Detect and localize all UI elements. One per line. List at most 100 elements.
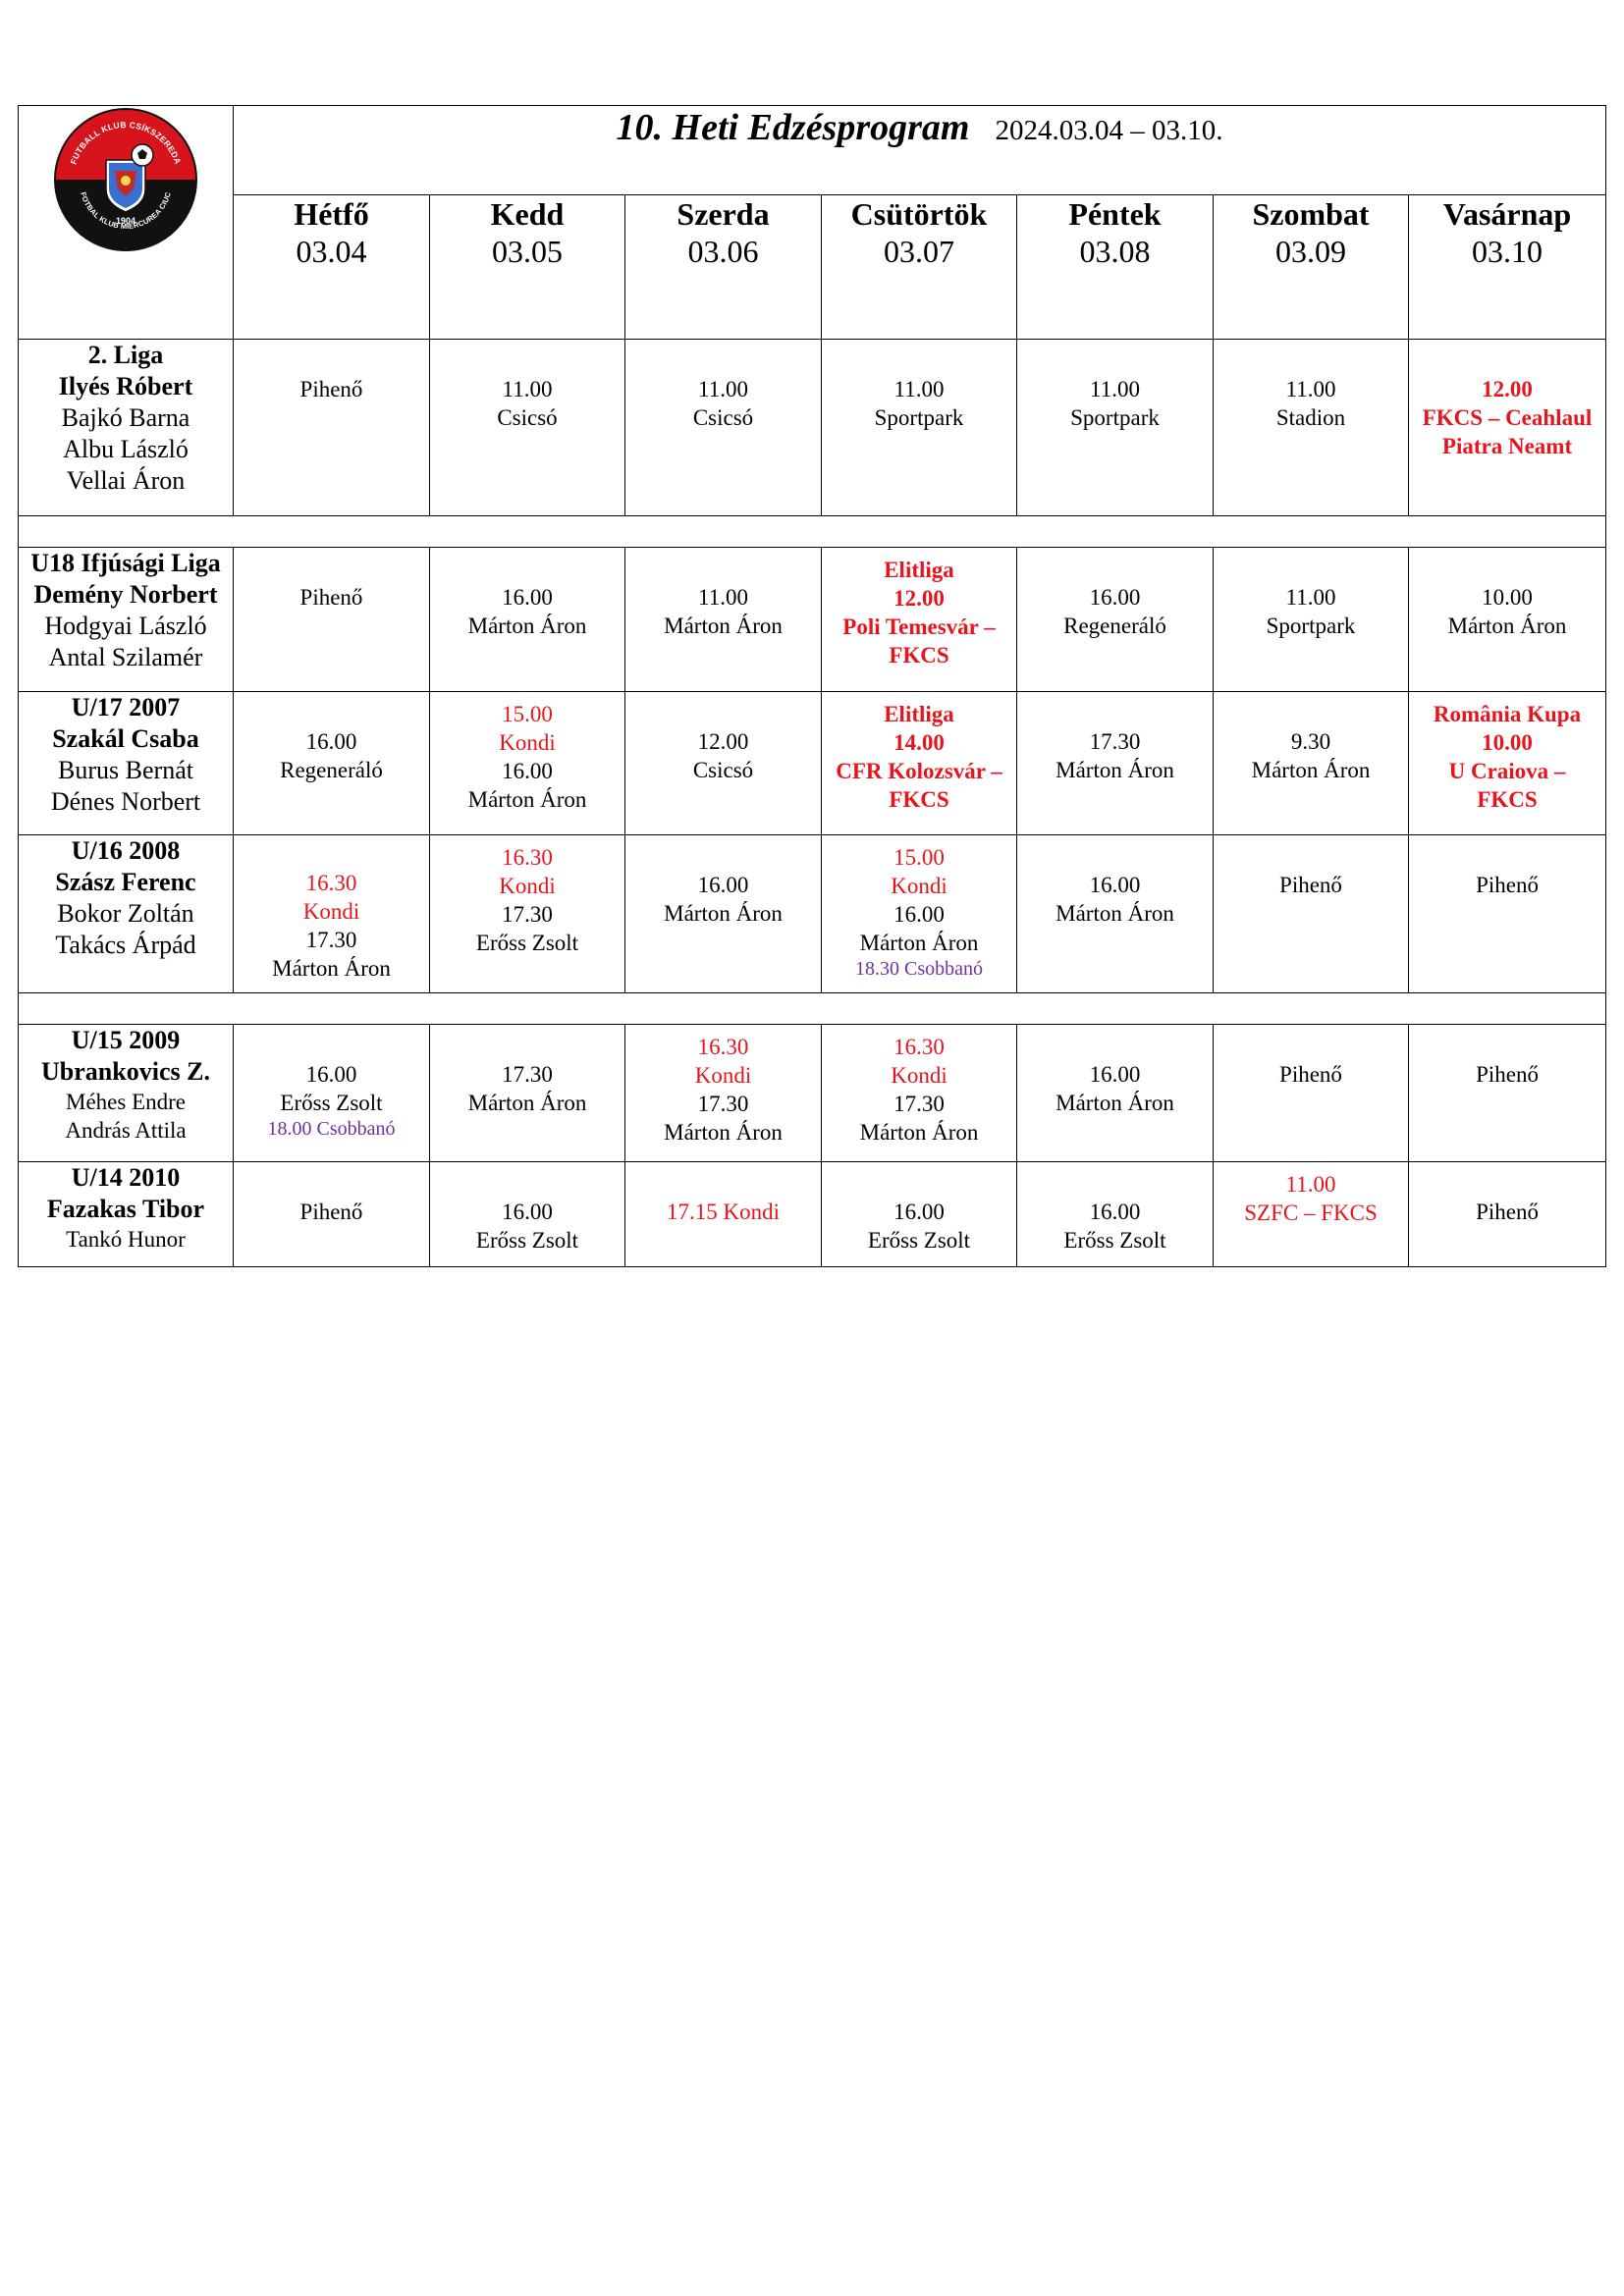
schedule-entry: 17.30 (502, 902, 553, 927)
schedule-entry: Sportpark (874, 405, 964, 430)
schedule-entry: Márton Áron (664, 614, 783, 638)
club-logo-icon: FUTBALL KLUB CSÍKSZEREDA FOTBAL KLUB MIE… (54, 108, 197, 251)
schedule-entry: 15.00 (502, 702, 553, 726)
schedule-entry: 16.00 (1089, 1062, 1141, 1087)
head-coach: Demény Norbert (33, 580, 218, 609)
schedule-entry: Csicsó (692, 405, 754, 430)
schedule-entry: SZFC – FKCS (1244, 1201, 1378, 1225)
schedule-entry: Kondi (694, 1063, 752, 1088)
schedule-entry: Pihenő (299, 1200, 363, 1224)
schedule-entry: 11.00 (1285, 377, 1336, 401)
schedule-cell: Pihenő (1407, 1161, 1607, 1267)
assistant-coach: András Attila (65, 1118, 187, 1143)
assistant-coach: Bokor Zoltán (57, 899, 194, 928)
schedule-entry: 12.00 (893, 586, 945, 611)
schedule-entry: CFR Kolozsvár – (836, 759, 1002, 783)
schedule-entry: Erőss Zsolt (867, 1228, 971, 1253)
schedule-cell: Pihenő (1213, 834, 1409, 993)
schedule-entry: 16.00 (502, 759, 553, 783)
spacer-row (17, 992, 1607, 1025)
schedule-entry: Piatra Neamt (1441, 434, 1573, 458)
schedule-cell: 17.15 Kondi (624, 1161, 822, 1267)
schedule-entry: Kondi (891, 874, 947, 898)
schedule-entry: 15.00 (893, 845, 945, 870)
schedule-entry: 16.00 (305, 729, 357, 754)
assistant-coach: Vellai Áron (66, 466, 186, 495)
schedule-entry: 11.00 (502, 377, 553, 401)
schedule-entry: Márton Áron (1056, 1091, 1174, 1115)
schedule-entry: Csicsó (692, 758, 754, 782)
schedule-entry: FKCS (889, 787, 949, 812)
schedule-entry: 11.00 (698, 377, 748, 401)
schedule-entry: Pihenő (299, 377, 363, 401)
schedule-entry: 14.00 (893, 730, 945, 755)
schedule-cell: Pihenő (1213, 1024, 1409, 1162)
schedule-entry: 16.00 (893, 1200, 945, 1224)
schedule-entry: Pihenő (299, 585, 363, 610)
head-coach: Szakál Csaba (52, 724, 199, 753)
schedule-entry: U Craiova – (1448, 759, 1566, 783)
schedule-entry: 11.00 (893, 377, 945, 401)
page-title: 10. Heti Edzésprogram (616, 107, 970, 148)
day-date: 03.05 (492, 234, 563, 269)
assistant-coach: Tankó Hunor (66, 1227, 186, 1252)
day-name: Vasárnap (1442, 196, 1572, 232)
schedule-entry: 12.00 (1482, 377, 1533, 401)
schedule-entry: Kondi (891, 1063, 947, 1088)
schedule-entry: 16.00 (697, 873, 749, 897)
day-date: 03.10 (1472, 234, 1543, 269)
schedule-entry: Elitliga (884, 558, 954, 582)
assistant-coach: Méhes Endre (66, 1090, 186, 1114)
schedule-entry: Kondi (302, 899, 360, 924)
schedule-entry: Márton Áron (467, 614, 587, 638)
schedule-entry: Regeneráló (280, 758, 383, 782)
schedule-entry: Erőss Zsolt (1063, 1228, 1166, 1253)
schedule-entry: 10.00 (1482, 585, 1533, 610)
assistant-coach: Bajkó Barna (61, 403, 190, 432)
assistant-coach: Albu László (63, 435, 189, 463)
spacer-cell (17, 515, 1607, 548)
schedule-entry: Márton Áron (664, 901, 783, 926)
schedule-entry: 16.00 (1089, 873, 1141, 897)
schedule-entry: Regeneráló (1063, 614, 1166, 638)
schedule-entry: România Kupa (1433, 702, 1582, 726)
schedule-entry: 17.30 (697, 1092, 749, 1116)
schedule-entry: Pihenő (1476, 1062, 1539, 1087)
assistant-coach: Dénes Norbert (50, 787, 201, 816)
schedule-entry: Márton Áron (859, 1120, 979, 1145)
schedule-entry: 17.15 Kondi (667, 1200, 780, 1224)
schedule-entry: Márton Áron (467, 1091, 587, 1115)
schedule-cell: Pihenő (233, 547, 430, 692)
schedule-entry: Márton Áron (272, 956, 391, 981)
title-cell: 10. Heti Edzésprogram 2024.03.04 – 03.10… (232, 105, 1607, 195)
schedule-entry: 11.00 (698, 585, 748, 610)
schedule-entry: 16.00 (1089, 1200, 1141, 1224)
schedule-entry: Márton Áron (664, 1120, 783, 1145)
schedule-entry: 11.00 (1090, 377, 1140, 401)
day-date: 03.09 (1275, 234, 1346, 269)
schedule-entry: 17.30 (502, 1062, 553, 1087)
